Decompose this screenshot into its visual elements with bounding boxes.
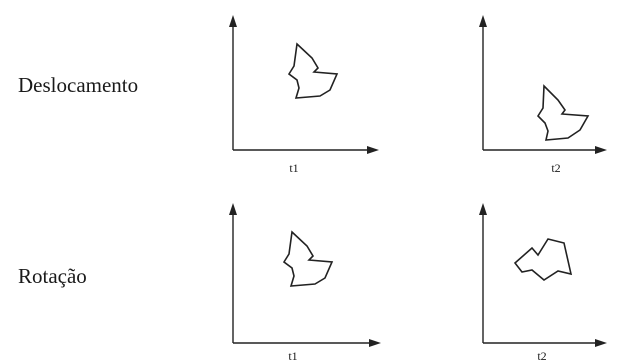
x-axis-arrow: [595, 146, 607, 154]
time-label-t1: t1: [289, 161, 298, 175]
panel-rotacao-t1: t1: [229, 203, 381, 362]
y-axis-arrow: [229, 203, 237, 215]
object-shape: [287, 42, 339, 99]
object-shape: [513, 238, 573, 281]
panel-deslocamento-t1: t1: [229, 15, 379, 175]
time-label-t2: t2: [551, 161, 560, 175]
x-axis-arrow: [369, 339, 381, 347]
panel-deslocamento-t2: t2: [479, 15, 607, 175]
time-label-t1: t1: [288, 349, 297, 362]
panel-rotacao-t2: t2: [479, 203, 607, 362]
x-axis-arrow: [367, 146, 379, 154]
y-axis-arrow: [479, 203, 487, 215]
object-shape: [536, 84, 590, 141]
time-label-t2: t2: [537, 349, 546, 362]
y-axis-arrow: [229, 15, 237, 27]
x-axis-arrow: [595, 339, 607, 347]
row-label-deslocamento: Deslocamento: [18, 73, 138, 97]
object-shape: [282, 230, 334, 287]
y-axis-arrow: [479, 15, 487, 27]
row-label-rotacao: Rotação: [18, 264, 87, 288]
